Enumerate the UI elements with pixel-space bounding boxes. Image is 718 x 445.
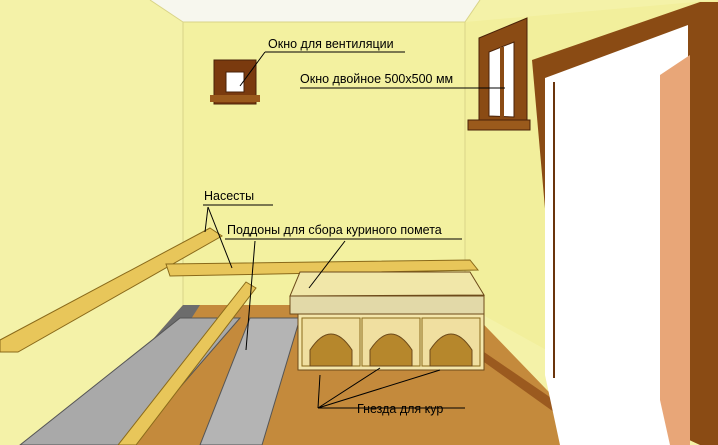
nest-opening-1 [309, 333, 353, 367]
ceiling [150, 0, 480, 22]
nest-box-top [289, 271, 485, 297]
nest-opening-3 [429, 333, 473, 367]
vent-window-inner [225, 71, 245, 93]
label-vent-window: Окно для вентиляции [268, 37, 394, 51]
nest-opening-2 [369, 333, 413, 367]
perch-right [117, 281, 257, 445]
double-window-sill [467, 119, 531, 131]
ceiling-edge-left [149, 0, 184, 23]
ceiling-edge-right [464, 0, 481, 23]
tray-right [199, 317, 301, 445]
door-frame-inner [553, 82, 555, 378]
leader-lines [203, 51, 505, 409]
perch-left [0, 227, 223, 353]
door-panel [660, 55, 690, 445]
label-perches: Насесты [204, 189, 254, 203]
door-opening [545, 25, 688, 445]
label-double-window: Окно двойное 500х500 мм [300, 72, 453, 86]
back-perch [165, 259, 480, 277]
label-nests: Гнезда для кур [357, 402, 443, 416]
label-trays: Поддоны для сбора куриного помета [227, 223, 442, 237]
nest-box-tray [289, 295, 485, 315]
vent-window-sill [210, 95, 260, 102]
